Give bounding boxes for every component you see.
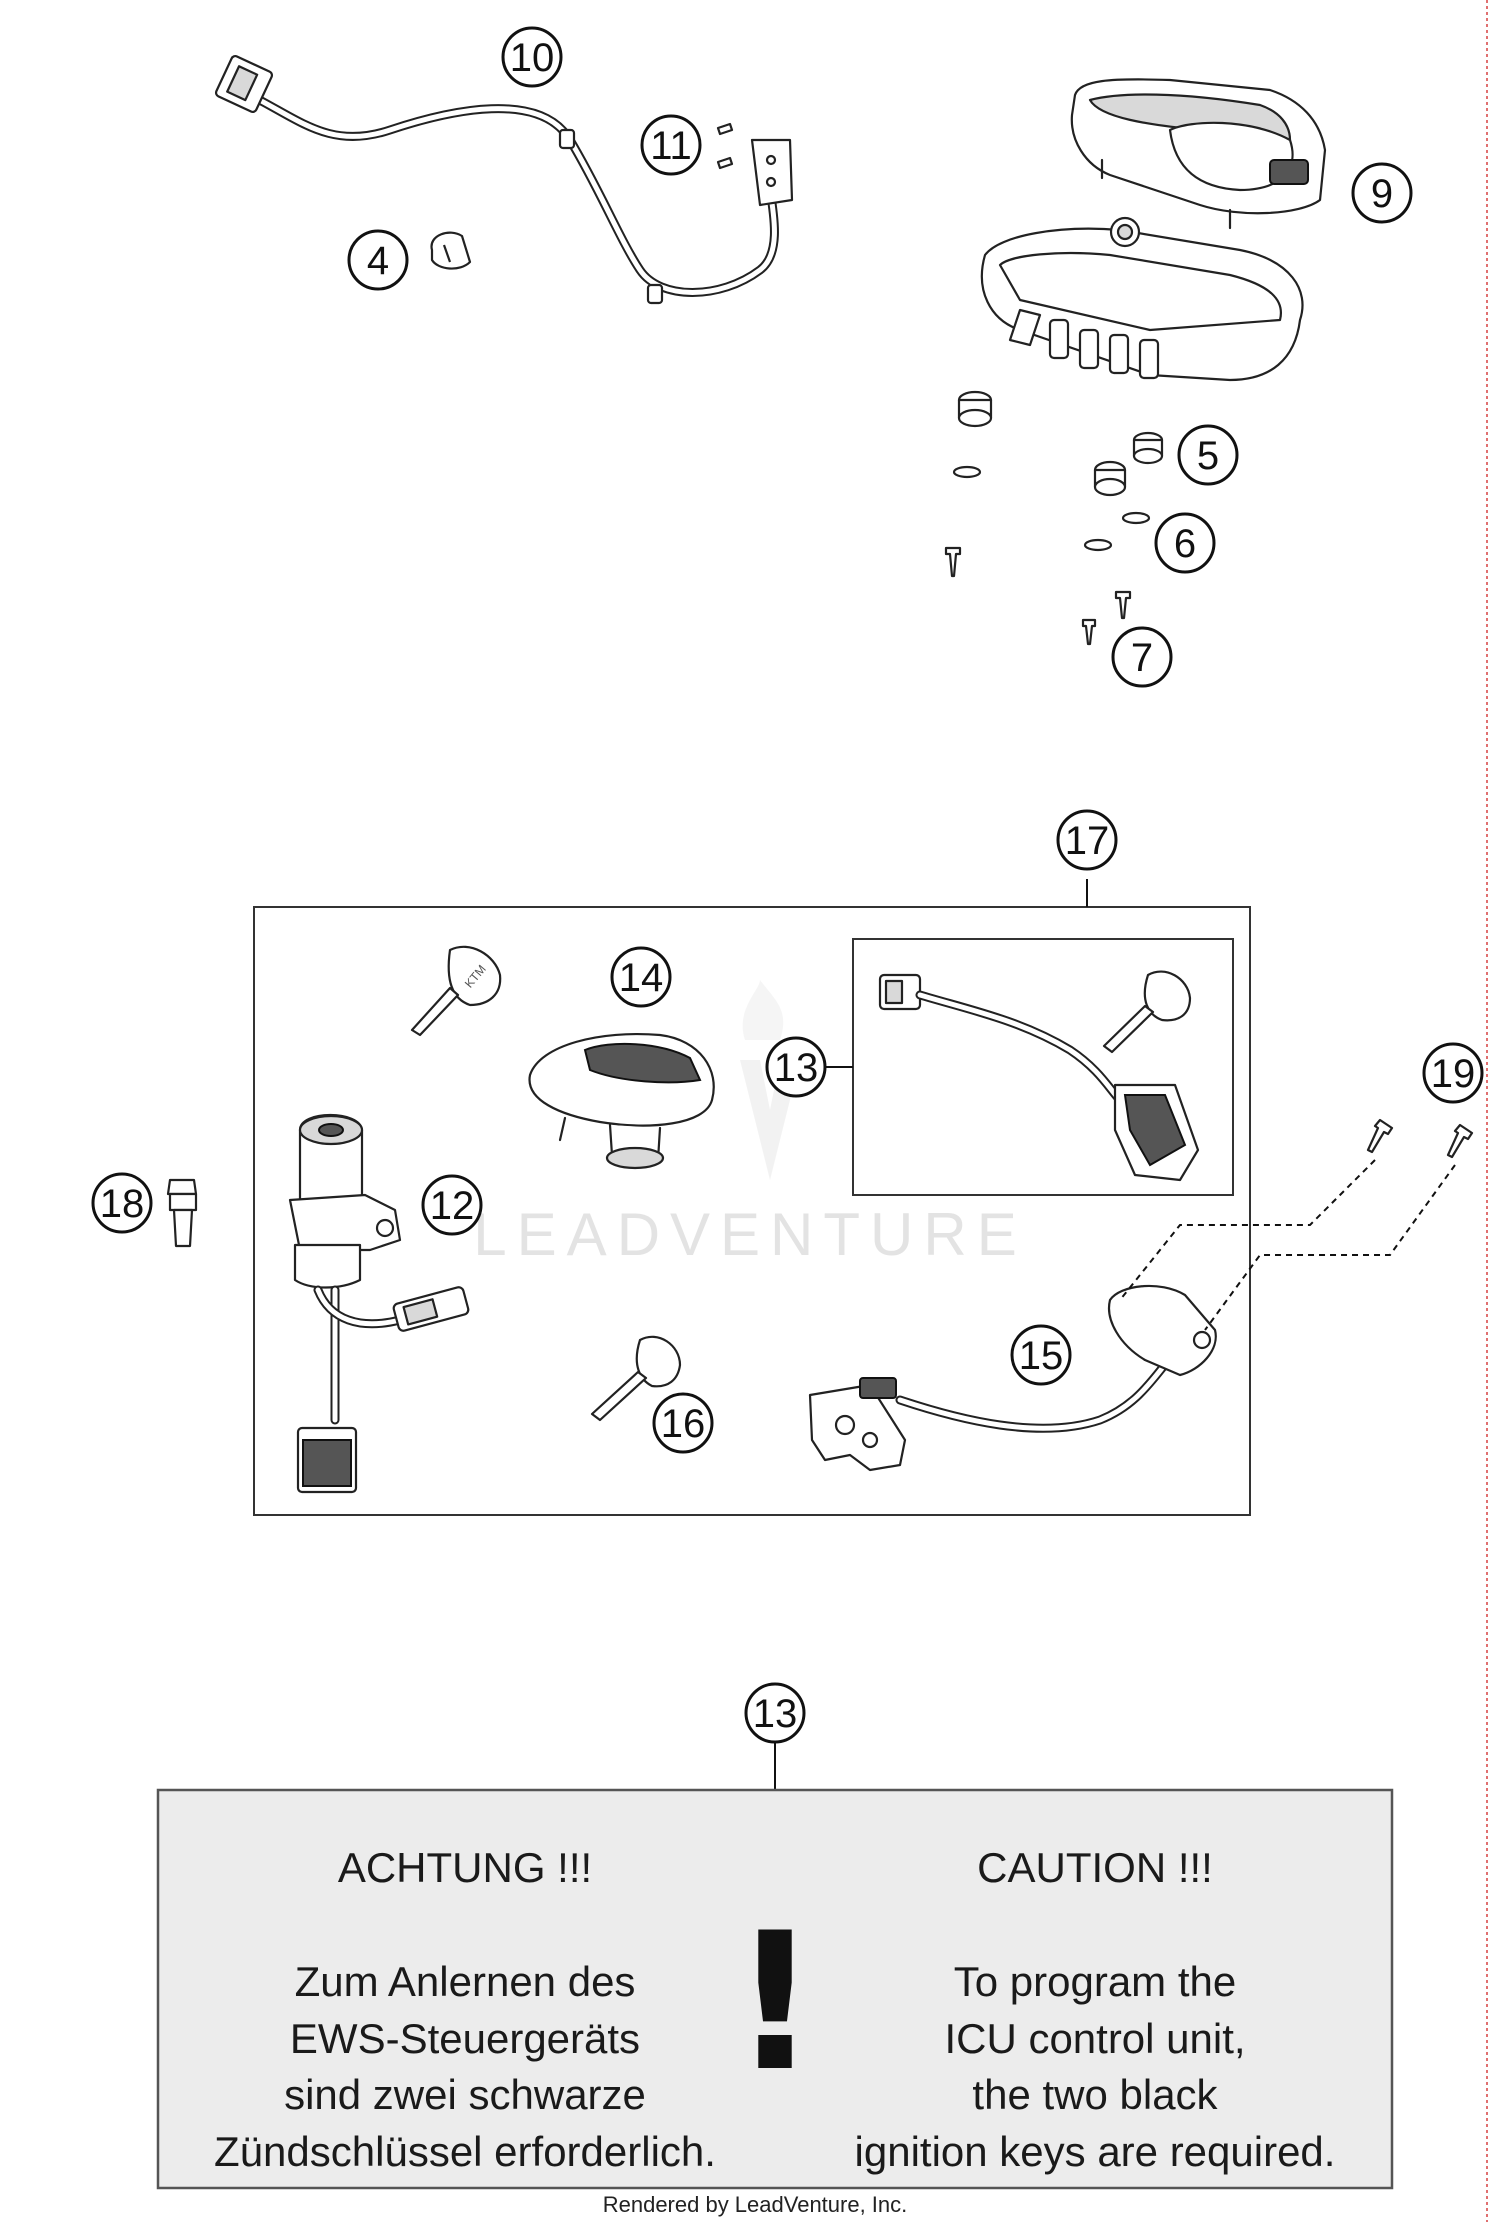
svg-text:15: 15 bbox=[1019, 1334, 1064, 1378]
callout-11[interactable]: 11 bbox=[640, 114, 702, 176]
svg-text:17: 17 bbox=[1065, 819, 1110, 863]
caution-line-de-2: EWS-Steuergeräts bbox=[290, 2015, 640, 2062]
svg-text:5: 5 bbox=[1197, 434, 1219, 478]
callout-19[interactable]: 19 bbox=[1422, 1042, 1484, 1104]
callout-16[interactable]: 16 bbox=[652, 1392, 714, 1454]
caution-line-en-1: To program the bbox=[954, 1958, 1236, 2005]
callout-6[interactable]: 6 bbox=[1154, 512, 1216, 574]
callout-15[interactable]: 15 bbox=[1010, 1324, 1072, 1386]
harness-connector bbox=[214, 54, 274, 114]
screws-11 bbox=[716, 122, 734, 170]
svg-text:10: 10 bbox=[510, 36, 555, 80]
svg-text:14: 14 bbox=[619, 956, 664, 1000]
caution-title-en: CAUTION !!! bbox=[977, 1844, 1213, 1891]
key-16 bbox=[590, 1335, 682, 1422]
callout-10[interactable]: 10 bbox=[501, 26, 563, 88]
clamp-4 bbox=[430, 231, 472, 270]
callout-13-caution[interactable]: 13 bbox=[744, 1682, 806, 1744]
screws-7 bbox=[944, 546, 1132, 646]
svg-text:13: 13 bbox=[753, 1692, 798, 1736]
washers-6 bbox=[952, 465, 1151, 552]
svg-text:6: 6 bbox=[1174, 522, 1196, 566]
screws-19 bbox=[1119, 1118, 1474, 1331]
caution-line-de-1: Zum Anlernen des bbox=[295, 1958, 636, 2005]
callout-9[interactable]: 9 bbox=[1351, 162, 1413, 224]
caution-line-de-3: sind zwei schwarze bbox=[284, 2071, 646, 2118]
wiring-harness-10 bbox=[214, 54, 794, 305]
svg-text:19: 19 bbox=[1431, 1052, 1476, 1096]
kit-box-17 bbox=[253, 906, 1251, 1516]
footer-credit: Rendered by LeadVenture, Inc. bbox=[603, 2192, 908, 2217]
callout-7[interactable]: 7 bbox=[1111, 626, 1173, 688]
key-icon-2 bbox=[1102, 970, 1192, 1054]
harness-clip bbox=[558, 128, 576, 150]
svg-text:11: 11 bbox=[650, 124, 692, 168]
watermark-text: LEADVENTURE bbox=[473, 1201, 1026, 1268]
grommets-5 bbox=[957, 390, 1164, 497]
svg-text:13: 13 bbox=[774, 1046, 819, 1090]
svg-text:16: 16 bbox=[661, 1402, 706, 1446]
caution-panel bbox=[156, 1788, 1394, 2190]
icu-control-unit-13 bbox=[878, 973, 1200, 1182]
svg-text:4: 4 bbox=[367, 239, 389, 283]
svg-text:12: 12 bbox=[430, 1184, 475, 1228]
callout-17[interactable]: 17 bbox=[1056, 809, 1118, 871]
callout-18[interactable]: 18 bbox=[91, 1172, 153, 1234]
svg-text:18: 18 bbox=[100, 1182, 145, 1226]
exclamation-icon: ! bbox=[732, 1892, 819, 2113]
fuel-cap-14 bbox=[528, 1032, 715, 1170]
ignition-lock-12 bbox=[288, 1114, 470, 1494]
callout-13-kit[interactable]: 13 bbox=[765, 1036, 827, 1098]
sensor-bracket bbox=[750, 138, 794, 207]
svg-text:7: 7 bbox=[1131, 636, 1153, 680]
instrument-holder bbox=[980, 216, 1304, 382]
caution-line-en-4: ignition keys are required. bbox=[855, 2128, 1336, 2175]
caution-line-en-3: the two black bbox=[972, 2071, 1218, 2118]
svg-text:9: 9 bbox=[1371, 172, 1393, 216]
callout-14[interactable]: 14 bbox=[610, 946, 672, 1008]
callout-4[interactable]: 4 bbox=[347, 229, 409, 291]
callout-12[interactable]: 12 bbox=[421, 1174, 483, 1236]
caution-line-en-2: ICU control unit, bbox=[944, 2015, 1245, 2062]
transponder-15 bbox=[808, 1284, 1217, 1472]
caution-title-de: ACHTUNG !!! bbox=[338, 1844, 592, 1891]
bolt-18 bbox=[166, 1178, 198, 1248]
callout-5[interactable]: 5 bbox=[1177, 424, 1239, 486]
key-icon: KTM bbox=[410, 945, 502, 1037]
instrument-cluster-9 bbox=[1070, 78, 1327, 230]
caution-line-de-4: Zündschlüssel erforderlich. bbox=[214, 2128, 716, 2175]
